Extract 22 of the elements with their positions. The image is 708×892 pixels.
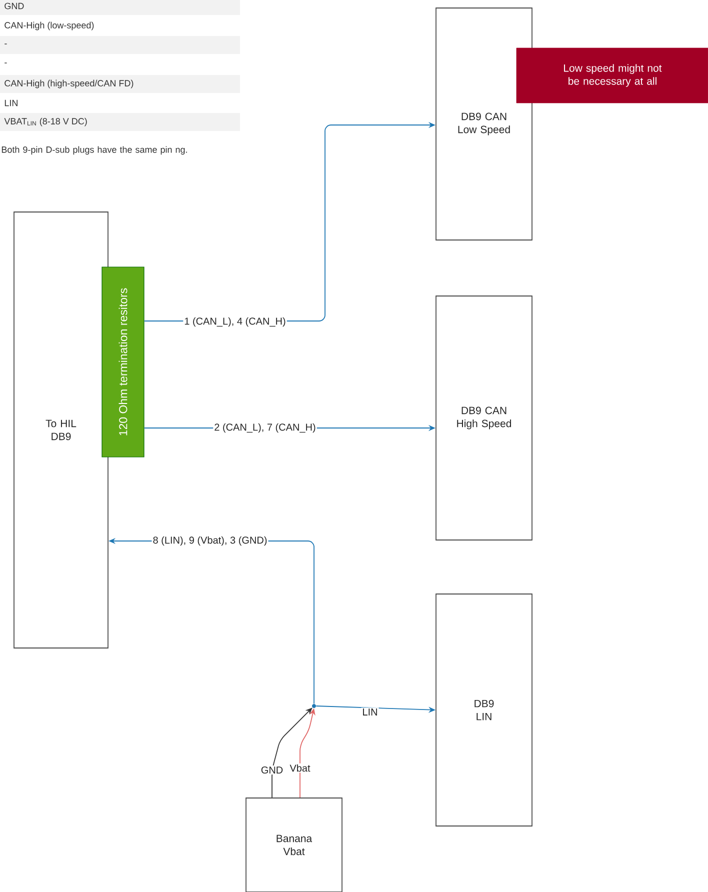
table-row: GND <box>0 0 240 15</box>
table-row: - <box>4 62 7 64</box>
edge-label: Vbat <box>288 763 312 773</box>
table-row: VBAT$_{LIN}$ (8-18 V DC) <box>0 113 240 131</box>
connector-box: DB9 LIN <box>436 594 532 826</box>
edge-label: 2 (CAN_L), 7 (CAN_H) <box>213 422 317 434</box>
connector-box: To HIL DB9 <box>14 212 108 648</box>
edge-label: 8 (LIN), 9 (Vbat), 3 (GND) <box>152 535 268 547</box>
edge-label: 1 (CAN_L), 4 (CAN_H) <box>183 316 287 328</box>
note-box: Low speed might not be necessary at all <box>516 48 708 104</box>
edge-label: LIN <box>361 708 379 716</box>
connector-box: Banana Vbat <box>246 798 342 892</box>
table-row: CAN-High (low-speed) <box>4 22 94 30</box>
arrow <box>272 708 312 798</box>
table-row: - <box>0 36 240 54</box>
resistor-block: 120 Ohm termination resitors <box>102 266 144 458</box>
connector-box: DB9 CAN Low Speed <box>436 8 532 240</box>
table-row: CAN-High (high-speed/CAN FD) <box>0 75 240 93</box>
note-text: Both 9-pin D-sub plugs have the same pin ng. <box>2 146 187 155</box>
connector-box: DB9 CAN High Speed <box>436 296 532 540</box>
edge-label: GND <box>260 765 284 775</box>
table-row: LIN <box>4 100 18 106</box>
